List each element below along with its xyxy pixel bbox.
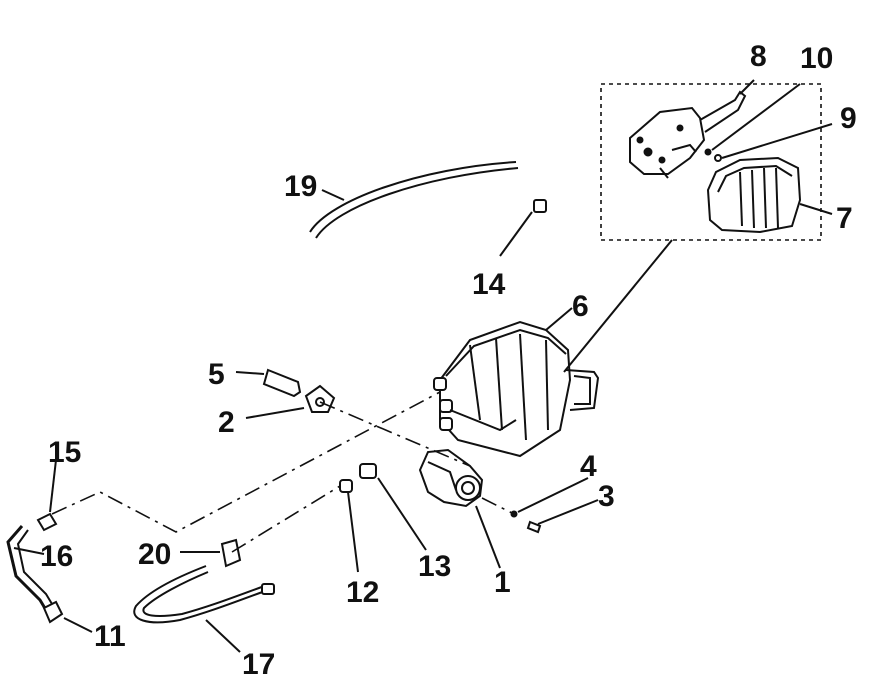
part-16-elbow-hose (6, 525, 53, 611)
part-6-canister (433, 320, 600, 458)
part-2-gasket (304, 384, 336, 413)
callout-3: 3 (598, 480, 615, 513)
part-3-screw (526, 520, 542, 534)
part-15-fitting (36, 512, 58, 532)
callout-11: 11 (94, 620, 126, 653)
callout-4: 4 (580, 450, 597, 483)
callout-6: 6 (572, 290, 589, 323)
callout-16: 16 (40, 540, 73, 573)
part-14-plug (533, 199, 547, 213)
part-1-valve (418, 448, 484, 508)
callout-10: 10 (800, 42, 833, 75)
callout-14: 14 (472, 268, 506, 301)
part-8-bracket (629, 90, 747, 179)
callout-2: 2 (218, 406, 235, 439)
callout-9: 9 (840, 102, 857, 135)
callout-8: 8 (750, 40, 767, 73)
leader-lines (13, 79, 833, 653)
callout-19: 19 (284, 170, 317, 203)
part-10-screw (704, 148, 712, 156)
part-17-tube (133, 565, 275, 624)
part-5-pin (262, 368, 302, 398)
part-9-washer (714, 154, 722, 162)
callout-7: 7 (836, 202, 853, 235)
callout-17: 17 (242, 648, 275, 681)
callout-20: 20 (138, 538, 171, 571)
part-20-clamp (220, 538, 242, 568)
part-13-bushing (359, 463, 377, 479)
inset-connector-line (563, 239, 673, 373)
part-12-grommet (339, 479, 353, 493)
callout-13: 13 (418, 550, 451, 583)
callout-5: 5 (208, 358, 225, 391)
assembly-line-tube (231, 485, 341, 553)
part-11-clip (42, 600, 64, 624)
assembly-line-main (51, 391, 441, 533)
callout-1: 1 (494, 566, 511, 599)
part-7-filter-cover (706, 156, 802, 234)
assembly-line-valve (481, 497, 515, 515)
callout-12: 12 (346, 576, 379, 609)
part-19-hose (309, 161, 519, 239)
assembly-line-gasket (319, 401, 471, 467)
callout-15: 15 (48, 436, 81, 469)
inset-box (600, 83, 822, 241)
